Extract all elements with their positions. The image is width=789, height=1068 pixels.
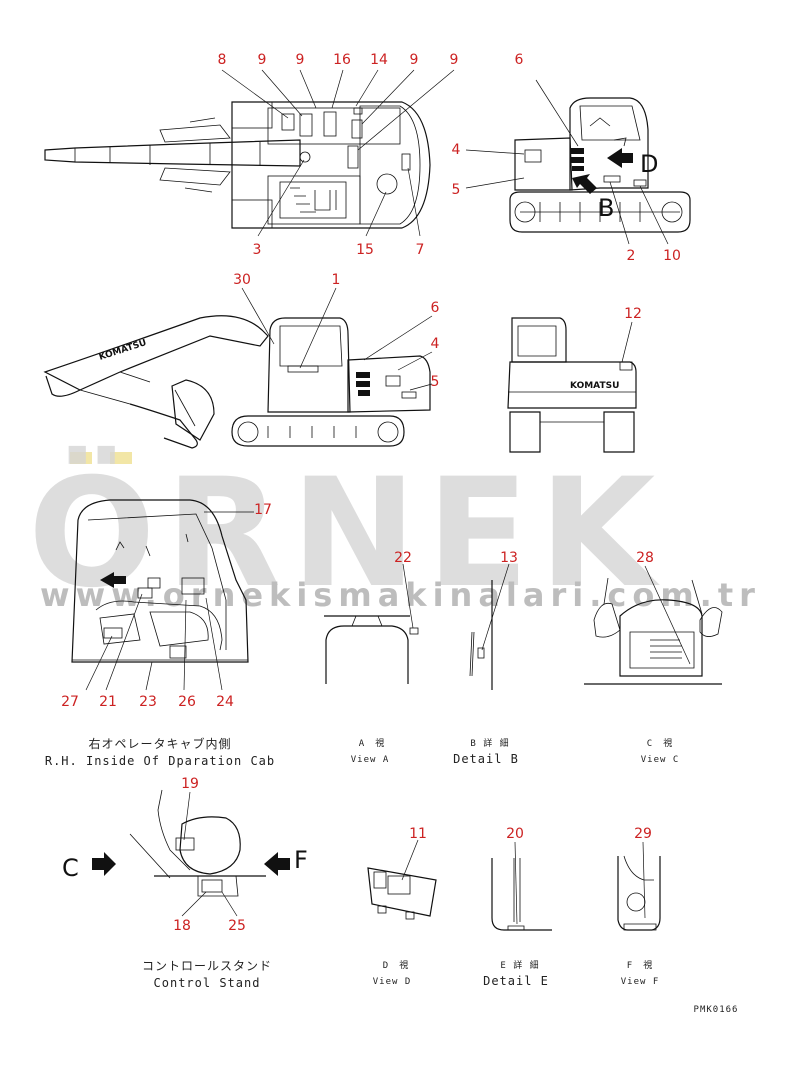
caption-stand-en: Control Stand <box>154 976 261 990</box>
callout-3: 3 <box>253 242 262 258</box>
caption-view-a-en: View A <box>351 755 390 765</box>
callout-10: 10 <box>663 248 681 264</box>
callout-5: 5 <box>452 182 461 198</box>
control-stand: C F 19 18 25 コントロールスタンド Control Stand <box>62 776 308 990</box>
callout-7: 7 <box>416 242 425 258</box>
callout-14: 14 <box>370 52 388 68</box>
caption-detail-e-en: Detail E <box>483 974 549 988</box>
callout-23: 23 <box>139 694 157 710</box>
top-view: 8 9 9 16 14 9 9 3 15 7 <box>44 52 459 258</box>
caption-view-f-en: View F <box>621 977 660 987</box>
callout-8: 8 <box>218 52 227 68</box>
caption-view-a-jp: A 視 <box>359 737 385 749</box>
boom-brand-decal: KOMATSU <box>98 338 148 363</box>
callout-9: 9 <box>296 52 305 68</box>
callout-9: 9 <box>450 52 459 68</box>
arrow-letter-f: F <box>294 846 308 874</box>
view-f: 29 F 視 View F <box>617 826 661 987</box>
view-c: 28 C 視 View C <box>584 550 723 765</box>
callout-9: 9 <box>258 52 267 68</box>
callout-30: 30 <box>233 272 251 288</box>
side-view: KOMATSU 30 1 6 4 5 <box>43 272 440 449</box>
caption-cab-jp: 右オペレータキャブ内側 <box>88 736 231 751</box>
callout-1: 1 <box>332 272 341 288</box>
callout-11: 11 <box>409 826 427 842</box>
arrow-letter-b: B <box>598 194 614 222</box>
arrow-letter-c: C <box>62 854 79 882</box>
detail-e: 20 E 詳 細 Detail E <box>483 826 552 988</box>
caption-view-d-en: View D <box>373 977 412 987</box>
caption-view-c-jp: C 視 <box>647 737 673 749</box>
watermark-dot <box>110 452 132 464</box>
callout-28: 28 <box>636 550 654 566</box>
callout-2: 2 <box>627 248 636 264</box>
callout-6: 6 <box>431 300 440 316</box>
caption-view-c-en: View C <box>641 755 680 765</box>
counterweight-brand-decal: KOMATSU <box>570 381 619 391</box>
callout-17: 17 <box>254 502 272 518</box>
watermark-dot <box>70 452 92 464</box>
callout-5: 5 <box>431 374 440 390</box>
callout-22: 22 <box>394 550 412 566</box>
callout-26: 26 <box>178 694 196 710</box>
caption-detail-b-jp: B 詳 細 <box>470 737 509 749</box>
callout-25: 25 <box>228 918 246 934</box>
back-view: KOMATSU 12 <box>507 306 642 453</box>
callout-18: 18 <box>173 918 191 934</box>
watermark: ÖRNEK www.ornekismakinalari.com.tr <box>28 445 761 621</box>
view-a: 22 A 視 View A <box>324 550 419 765</box>
callout-4: 4 <box>452 142 461 158</box>
callout-13: 13 <box>500 550 518 566</box>
watermark-brand: ÖRNEK <box>28 445 665 621</box>
watermark-site: www.ornekismakinalari.com.tr <box>40 576 761 614</box>
callout-4: 4 <box>431 336 440 352</box>
detail-b: 13 B 詳 細 Detail B <box>453 550 519 766</box>
caption-stand-jp: コントロールスタンド <box>142 959 272 973</box>
callout-19: 19 <box>181 776 199 792</box>
arrow-letter-d: D <box>640 150 658 178</box>
caption-detail-e-jp: E 詳 細 <box>500 959 539 971</box>
callout-16: 16 <box>333 52 351 68</box>
drawing-code: PMK0166 <box>694 1005 739 1015</box>
caption-view-d-jp: D 視 <box>383 959 409 971</box>
callout-29: 29 <box>634 826 652 842</box>
callout-15: 15 <box>356 242 374 258</box>
caption-view-f-jp: F 視 <box>627 959 653 971</box>
cab-inside-view: 17 27 21 23 26 24 右オペレータキャブ内側 R.H. Insid… <box>45 499 275 768</box>
callout-27: 27 <box>61 694 79 710</box>
callout-9: 9 <box>410 52 419 68</box>
callout-12: 12 <box>624 306 642 322</box>
view-d: 11 D 視 View D <box>367 826 437 987</box>
caption-cab-en: R.H. Inside Of Dparation Cab <box>45 754 275 768</box>
callout-21: 21 <box>99 694 117 710</box>
callout-24: 24 <box>216 694 234 710</box>
callout-6: 6 <box>515 52 524 68</box>
callout-20: 20 <box>506 826 524 842</box>
rear-view: B D 6 4 5 2 10 <box>452 52 691 264</box>
caption-detail-b-en: Detail B <box>453 752 519 766</box>
